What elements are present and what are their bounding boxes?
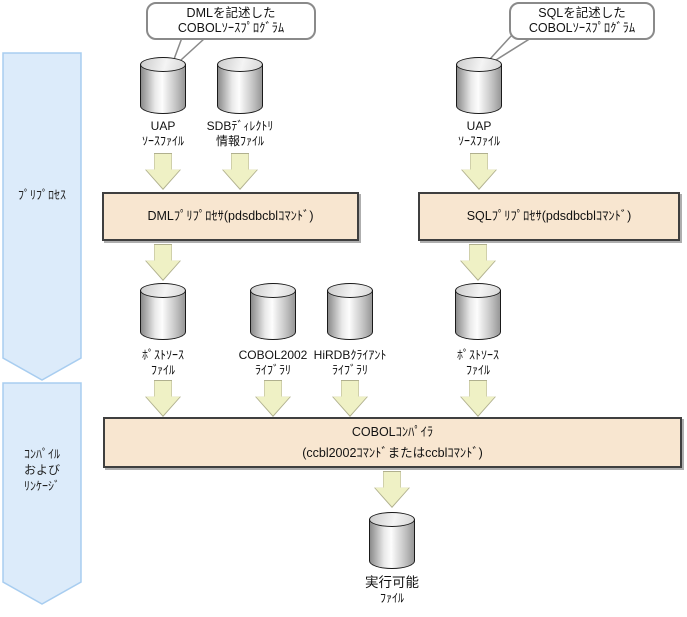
cylinder-body bbox=[140, 64, 186, 114]
label-line: ｿｰｽﾌｧｲﾙ bbox=[141, 133, 184, 148]
label-cobol2002-library: COBOL2002 ﾗｲﾌﾞﾗﾘ bbox=[218, 348, 328, 377]
cylinder-top bbox=[217, 57, 263, 72]
label-line: SDBﾃﾞｨﾚｸﾄﾘ bbox=[206, 119, 274, 133]
down-arrow bbox=[332, 380, 368, 417]
process-box-sql-preprocessor: SQLﾌﾟﾘﾌﾟﾛｾｻ(pdsdbcblｺﾏﾝﾄﾞ) bbox=[418, 192, 680, 241]
cylinder-postsource-right bbox=[455, 283, 502, 342]
cylinder-top bbox=[140, 283, 186, 298]
process-box-cobol-compiler: COBOLｺﾝﾊﾟｲﾗ (ccbl2002ｺﾏﾝﾄﾞまたはccblｺﾏﾝﾄﾞ) bbox=[103, 417, 682, 468]
callout-dml-source: DMLを記述した COBOLｿｰｽﾌﾟﾛｸﾞﾗﾑ bbox=[146, 2, 316, 40]
process-box-line: COBOLｺﾝﾊﾟｲﾗ bbox=[351, 425, 434, 439]
cylinder-top bbox=[456, 57, 502, 72]
label-uap-source-dml: UAP ｿｰｽﾌｧｲﾙ bbox=[108, 119, 218, 148]
label-line: ﾎﾟｽﾄｿｰｽ bbox=[456, 348, 499, 362]
label-line: ﾌｧｲﾙ bbox=[150, 362, 175, 377]
down-arrow bbox=[460, 380, 496, 417]
phase-label-line: および bbox=[23, 463, 60, 477]
label-line: HiRDBｸﾗｲｱﾝﾄ bbox=[313, 348, 387, 362]
label-sdb-directory: SDBﾃﾞｨﾚｸﾄﾘ 情報ﾌｧｲﾙ bbox=[185, 119, 295, 148]
label-executable-file: 実行可能 ﾌｧｲﾙ bbox=[337, 575, 447, 605]
label-postsource-right: ﾎﾟｽﾄｿｰｽ ﾌｧｲﾙ bbox=[423, 348, 533, 377]
down-arrow bbox=[461, 153, 497, 190]
cylinder-body bbox=[217, 64, 263, 114]
label-line: COBOL2002 bbox=[238, 348, 308, 362]
cylinder-body bbox=[369, 519, 415, 569]
cylinder-body bbox=[456, 64, 502, 114]
down-arrow bbox=[145, 380, 181, 417]
callout-line: SQLを記述した bbox=[538, 6, 626, 20]
cylinder-top bbox=[140, 57, 186, 72]
cylinder-cobol2002-library bbox=[250, 283, 297, 342]
cylinder-uap-source-sql bbox=[456, 57, 503, 116]
phase-band-preprocess-shape bbox=[2, 52, 82, 381]
cylinder-top bbox=[455, 283, 501, 298]
down-arrow bbox=[374, 471, 410, 508]
down-arrow bbox=[222, 153, 258, 190]
label-uap-source-sql: UAP ｿｰｽﾌｧｲﾙ bbox=[424, 119, 534, 148]
label-line: ﾎﾟｽﾄｿｰｽ bbox=[141, 348, 184, 362]
cylinder-top bbox=[369, 512, 415, 527]
cylinder-body bbox=[250, 290, 296, 340]
label-line: ﾌｧｲﾙ bbox=[379, 590, 404, 605]
process-box-label: SQLﾌﾟﾘﾌﾟﾛｾｻ(pdsdbcblｺﾏﾝﾄﾞ) bbox=[466, 209, 632, 223]
down-arrow bbox=[145, 244, 181, 281]
label-line: 情報ﾌｧｲﾙ bbox=[215, 133, 264, 148]
label-line: 実行可能 bbox=[365, 575, 419, 590]
phase-label-line: ﾘﾝｹｰｼﾞ bbox=[23, 479, 60, 493]
cylinder-top bbox=[327, 283, 373, 298]
process-box-label: DMLﾌﾟﾘﾌﾟﾛｾｻ(pdsdbcblｺﾏﾝﾄﾞ) bbox=[147, 209, 314, 223]
cylinder-uap-source-dml bbox=[140, 57, 187, 116]
phase-band-compile-shape bbox=[2, 382, 82, 605]
label-line: ﾌｧｲﾙ bbox=[465, 362, 490, 377]
down-arrow bbox=[460, 244, 496, 281]
cylinder-postsource-left bbox=[140, 283, 187, 342]
down-arrow bbox=[255, 380, 291, 417]
label-line: UAP bbox=[150, 119, 176, 133]
phase-label-preprocess: ﾌﾟﾘﾌﾟﾛｾｽ bbox=[2, 187, 82, 203]
label-hirdb-client-library: HiRDBｸﾗｲｱﾝﾄ ﾗｲﾌﾞﾗﾘ bbox=[295, 348, 405, 377]
callout-sql-source: SQLを記述した COBOLｿｰｽﾌﾟﾛｸﾞﾗﾑ bbox=[509, 2, 655, 40]
process-box-line: (ccbl2002ｺﾏﾝﾄﾞまたはccblｺﾏﾝﾄﾞ) bbox=[302, 446, 483, 460]
callout-line: COBOLｿｰｽﾌﾟﾛｸﾞﾗﾑ bbox=[177, 21, 285, 35]
phase-label-line: ﾌﾟﾘﾌﾟﾛｾｽ bbox=[17, 188, 66, 202]
cylinder-body bbox=[327, 290, 373, 340]
callout-line: COBOLｿｰｽﾌﾟﾛｸﾞﾗﾑ bbox=[528, 21, 636, 35]
cylinder-top bbox=[250, 283, 296, 298]
callout-line: DMLを記述した bbox=[186, 6, 276, 20]
label-line: ｿｰｽﾌｧｲﾙ bbox=[457, 133, 500, 148]
label-postsource-left: ﾎﾟｽﾄｿｰｽ ﾌｧｲﾙ bbox=[108, 348, 218, 377]
label-line: ﾗｲﾌﾞﾗﾘ bbox=[331, 362, 368, 377]
label-line: ﾗｲﾌﾞﾗﾘ bbox=[254, 362, 291, 377]
cylinder-hirdb-client-library bbox=[327, 283, 374, 342]
cylinder-body bbox=[140, 290, 186, 340]
down-arrow bbox=[145, 153, 181, 190]
cylinder-executable-file bbox=[369, 512, 416, 571]
process-box-dml-preprocessor: DMLﾌﾟﾘﾌﾟﾛｾｻ(pdsdbcblｺﾏﾝﾄﾞ) bbox=[102, 192, 359, 241]
label-line: UAP bbox=[466, 119, 492, 133]
cylinder-body bbox=[455, 290, 501, 340]
phase-label-compile-linkage: ｺﾝﾊﾟｲﾙ および ﾘﾝｹｰｼﾞ bbox=[2, 446, 82, 494]
phase-label-line: ｺﾝﾊﾟｲﾙ bbox=[23, 447, 60, 461]
cylinder-sdb-directory bbox=[217, 57, 264, 116]
